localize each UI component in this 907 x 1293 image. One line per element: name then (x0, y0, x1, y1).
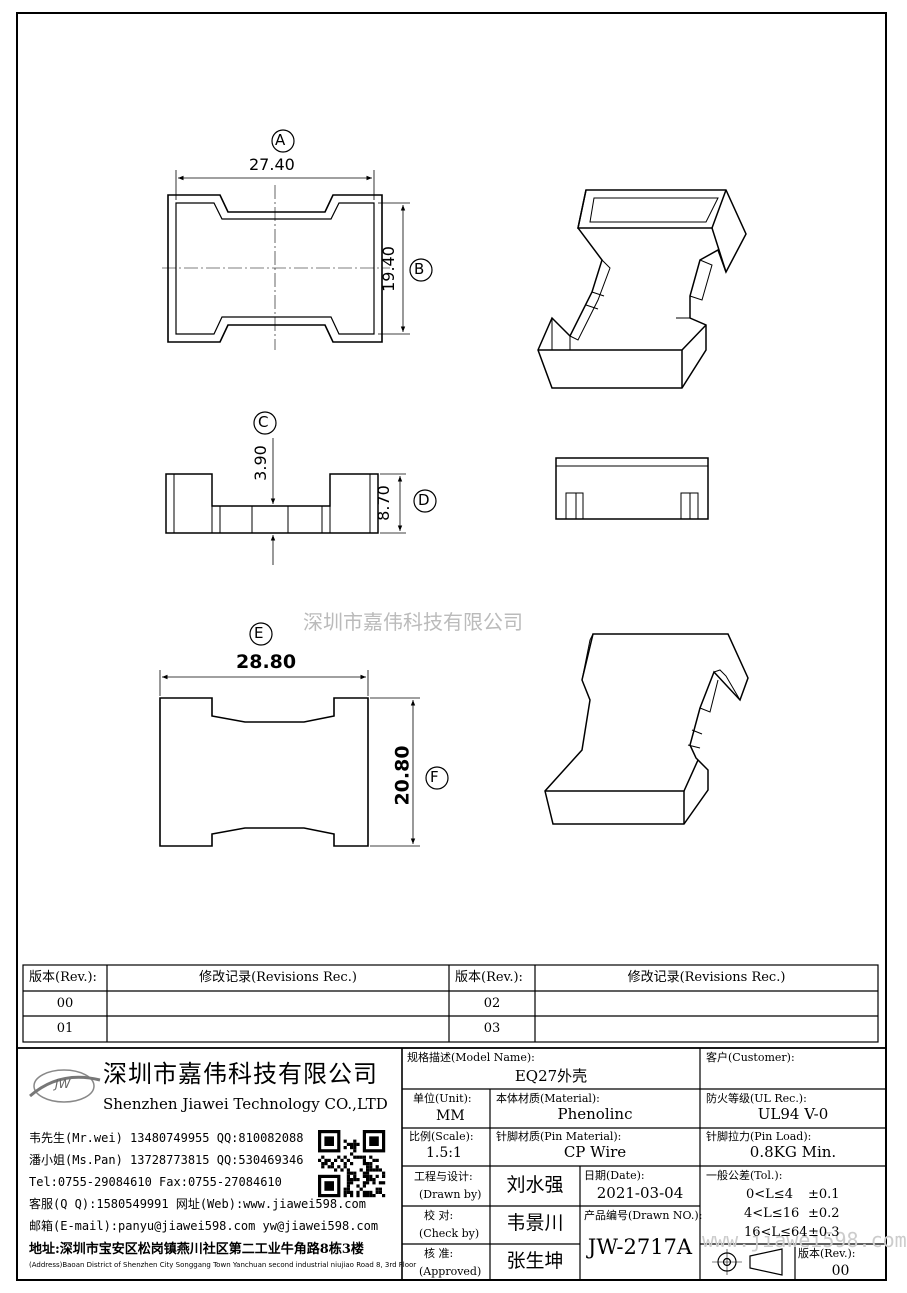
scale-value: 1.5:1 (426, 1145, 462, 1161)
revisions-table (22, 964, 879, 1043)
side-view-right (555, 457, 709, 520)
side-view (165, 411, 437, 565)
dim-e-label: E (254, 624, 264, 642)
contact-line-4: 邮箱(E-mail):panyu@jiawei598.com yw@jiawei… (29, 1219, 379, 1233)
jw-logo-icon (29, 1069, 101, 1103)
address-cn: 地址:深圳市宝安区松岗镇燕川社区第二工业牛角路8栋3楼 (29, 1242, 364, 1257)
model-value: EQ27外壳 (514, 1067, 588, 1085)
logo-text: JW (55, 1077, 71, 1091)
drawn-no-label: 产品编号(Drawn NO.): (584, 1209, 703, 1222)
date-label: 日期(Date): (584, 1169, 645, 1182)
rev-row-1-left: 01 (56, 1021, 74, 1036)
rec-header-right: 修改记录(Revisions Rec.) (627, 970, 786, 985)
drawn-no-value: JW-2717A (587, 1235, 693, 1259)
ul-label: 防火等级(UL Rec.): (706, 1092, 807, 1105)
rev-header-left: 版本(Rev.): (29, 970, 97, 985)
material-value: Phenolinc (557, 1105, 633, 1123)
dim-c-label: C (258, 413, 269, 431)
tol-range-1: 4<L≤16 (744, 1206, 800, 1221)
sheet-border (16, 12, 887, 1281)
dim-b-value: 19.40 (378, 246, 398, 292)
contact-line-0: 韦先生(Mr.wei) 13480749955 QQ:810082088 (29, 1131, 304, 1145)
drawn-label-cn: 工程与设计: (414, 1170, 473, 1183)
tol-value-1: ±0.2 (808, 1206, 840, 1221)
approved-value: 张生坤 (506, 1250, 564, 1272)
pin-load-value: 0.8KG Min. (749, 1143, 837, 1161)
watermark-url: www.jiawei598.com (702, 1228, 907, 1252)
contact-line-1: 潘小姐(Ms.Pan) 13728773815 QQ:530469346 (29, 1153, 304, 1167)
tol-value-2: ±0.3 (808, 1225, 840, 1240)
approved-label-cn: 核 准: (424, 1247, 454, 1260)
qr-code-icon (318, 1130, 386, 1198)
date-value: 2021-03-04 (596, 1184, 684, 1202)
dim-c-value: 3.90 (250, 445, 270, 481)
pin-material-value: CP Wire (563, 1143, 627, 1161)
rev-value: 00 (831, 1263, 850, 1279)
rev-header-right: 版本(Rev.): (455, 970, 523, 985)
watermark-text: 深圳市嘉伟科技有限公司 (303, 610, 523, 634)
dim-a-label: A (275, 131, 286, 149)
unit-value: MM (436, 1108, 465, 1124)
material-label: 本体材质(Material): (496, 1092, 600, 1105)
bottom-view (159, 622, 449, 847)
company-name-cn: 深圳市嘉伟科技有限公司 (103, 1060, 378, 1088)
rev-row-0-right: 02 (483, 996, 501, 1011)
rev-row-0-left: 00 (56, 996, 74, 1011)
dim-f-label: F (430, 768, 439, 786)
title-block-grid (16, 1047, 887, 1281)
rev-row-1-right: 03 (483, 1021, 501, 1036)
tol-value-0: ±0.1 (808, 1187, 840, 1202)
iso-view-top (537, 189, 747, 389)
check-label-en: (Check by) (419, 1227, 480, 1240)
rec-header-left: 修改记录(Revisions Rec.) (199, 970, 357, 985)
contact-line-2: Tel:0755-29084610 Fax:0755-27084610 (29, 1175, 282, 1189)
check-value: 韦景川 (506, 1212, 564, 1234)
contact-line-3: 客服(Q Q):1580549991 网址(Web):www.jiawei598… (29, 1197, 366, 1211)
dim-f-value: 20.80 (391, 745, 414, 806)
check-label-cn: 校 对: (424, 1209, 454, 1222)
dim-b-label: B (414, 260, 425, 278)
company-name-en: Shenzhen Jiawei Technology CO.,LTD (103, 1095, 388, 1113)
dim-e-value: 28.80 (236, 651, 297, 673)
tol-range-2: 16<L≤64 (744, 1225, 808, 1240)
dim-a-value: 27.40 (249, 155, 295, 174)
top-view (162, 129, 433, 350)
scale-label: 比例(Scale): (409, 1130, 474, 1143)
drawn-label-en: (Drawn by) (419, 1188, 482, 1201)
pin-load-label: 针脚拉力(Pin Load): (706, 1130, 812, 1143)
drawn-value: 刘水强 (506, 1174, 564, 1196)
address-en: (Address)Baoan District of Shenzhen City… (29, 1261, 417, 1269)
tol-label: 一般公差(Tol.): (706, 1169, 783, 1182)
tol-range-0: 0<L≤4 (746, 1187, 793, 1202)
approved-label-en: (Approved) (419, 1265, 482, 1278)
model-label: 规格描述(Model Name): (407, 1051, 535, 1064)
rev-label: 版本(Rev.): (798, 1247, 856, 1260)
iso-view-bottom (544, 633, 749, 825)
projection-symbol-icon (712, 1248, 783, 1276)
customer-label: 客户(Customer): (706, 1051, 795, 1064)
ul-value: UL94 V-0 (757, 1105, 829, 1123)
dim-d-label: D (418, 491, 430, 509)
dim-d-value: 8.70 (373, 485, 393, 521)
pin-material-label: 针脚材质(Pin Material): (496, 1130, 622, 1143)
unit-label: 单位(Unit): (413, 1092, 472, 1105)
